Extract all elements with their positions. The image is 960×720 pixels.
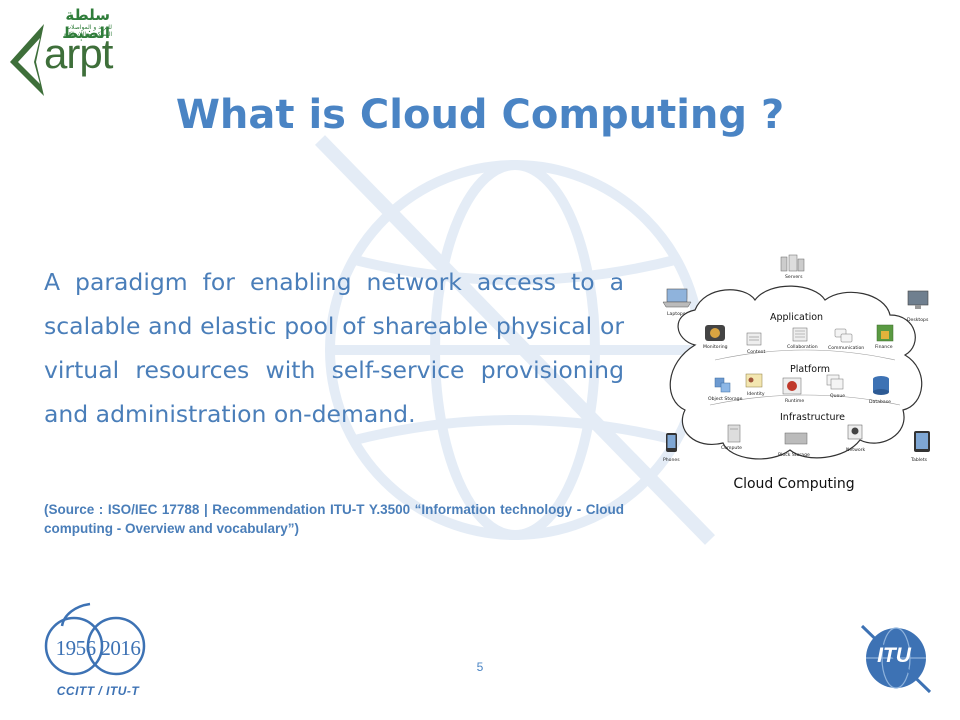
arpt-arabic-name: سلطة الضبط: [62, 6, 110, 42]
servers-label: Servers: [785, 274, 803, 280]
block-storage-label: Block Storage: [778, 452, 810, 458]
ccitt-itu-t-anniversary-logo: [44, 602, 146, 676]
definition-paragraph: A paradigm for enabling network access t…: [44, 268, 624, 428]
network-label: Network: [846, 447, 866, 453]
identity-label: Identity: [747, 391, 765, 397]
arpt-logo: [10, 24, 44, 96]
communication-icon: [834, 328, 853, 343]
phone-icon: [666, 433, 677, 452]
queue-label: Queue: [830, 393, 845, 399]
monitoring-label: Monitoring: [703, 344, 728, 350]
page-number: 5: [476, 660, 484, 674]
collaboration-label: Collaboration: [787, 344, 818, 350]
object-storage-label: Object Storage: [708, 396, 743, 402]
compute-label: Compute: [721, 445, 742, 451]
compute-icon: [727, 424, 741, 443]
runtime-label: Runtime: [785, 398, 804, 404]
anniversary-org-name: CCITT / ITU-T: [56, 684, 140, 698]
tablet-icon: [914, 431, 930, 452]
desktop-icon: [907, 290, 929, 309]
slide-title: What is Cloud Computing ?: [175, 92, 785, 138]
communication-label: Communication: [828, 345, 864, 351]
layer-infrastructure-label: Infrastructure: [780, 412, 845, 423]
itu-watermark-globe: [314, 135, 716, 545]
content-icon: [746, 332, 762, 346]
database-label: Database: [869, 399, 891, 405]
desktops-label: Desktops: [907, 317, 929, 323]
phones-label: Phones: [663, 457, 680, 463]
laptops-label: Laptops: [667, 311, 686, 317]
anniversary-years: 1956 2016: [55, 636, 141, 660]
network-icon: [847, 424, 863, 440]
finance-icon: [876, 324, 894, 342]
collaboration-icon: [792, 327, 808, 342]
layer-platform-label: Platform: [790, 364, 830, 375]
runtime-icon: [782, 377, 802, 395]
cloud-shape: [669, 285, 923, 460]
arpt-wordmark: arpt: [44, 30, 113, 77]
block-storage-icon: [784, 432, 808, 445]
laptop-icon: [662, 288, 692, 308]
cloud-computing-diagram: Application Platform Infrastructure Serv…: [662, 254, 930, 463]
finance-label: Finance: [875, 344, 893, 350]
servers-icon: [780, 254, 805, 272]
identity-icon: [745, 373, 763, 388]
object-storage-icon: [714, 377, 731, 393]
content-label: Content: [747, 349, 765, 355]
tablets-label: Tablets: [910, 457, 928, 463]
layer-application-label: Application: [770, 312, 823, 323]
source-citation: (Source : ISO/IEC 17788 | Recommendation…: [44, 502, 624, 536]
arpt-arabic-subtitle: للبريد و المواصلات السلكية و اللاسلكية: [63, 24, 112, 38]
monitoring-icon: [705, 325, 725, 341]
database-icon: [873, 376, 889, 395]
queue-icon: [826, 374, 844, 390]
diagram-caption: Cloud Computing: [733, 476, 855, 492]
itu-logo-text: ITU: [877, 644, 911, 667]
itu-logo: [860, 624, 932, 694]
